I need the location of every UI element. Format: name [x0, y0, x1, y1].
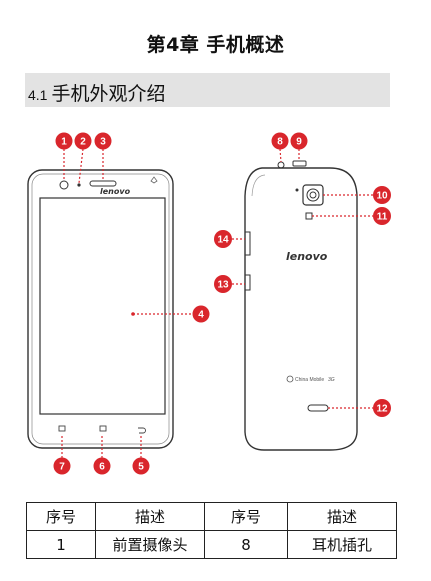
- section-title-text: 手机外观介绍: [51, 83, 166, 105]
- number-markers: 1 2 3 4 5 6 7 8 9 10 11 12 13 14: [53, 132, 391, 475]
- table-header-cell: 序号: [26, 502, 96, 531]
- table-cell: 1: [26, 530, 96, 559]
- svg-text:6: 6: [99, 462, 105, 473]
- earpiece: [89, 180, 117, 187]
- marker-6: 6: [93, 457, 111, 475]
- table-header-cell: 描述: [95, 502, 205, 531]
- marker-9: 9: [290, 132, 308, 150]
- home-key-icon: [99, 425, 107, 432]
- volume-key: [244, 231, 251, 256]
- table-row: 1 前置摄像头 8 耳机插孔: [26, 530, 397, 559]
- chapter-title: 第4章 手机概述: [146, 34, 285, 56]
- section-number: 4.1: [28, 87, 48, 103]
- marker-12: 12: [373, 399, 391, 417]
- svg-text:8: 8: [277, 137, 283, 148]
- section-heading-bar: [25, 73, 390, 107]
- marker-8: 8: [271, 132, 289, 150]
- table-cell: 前置摄像头: [95, 530, 205, 559]
- svg-text:4: 4: [198, 310, 204, 321]
- svg-text:14: 14: [217, 235, 229, 246]
- carrier-logo-text: China Mobile: [295, 377, 324, 383]
- table-header-row: 序号 描述 序号 描述: [26, 502, 397, 531]
- svg-text:12: 12: [376, 404, 388, 415]
- light-sensor: [77, 183, 81, 187]
- marker-11: 11: [373, 207, 391, 225]
- svg-text:5: 5: [138, 462, 144, 473]
- marker-3: 3: [94, 132, 112, 150]
- table-header-cell: 描述: [287, 502, 397, 531]
- svg-text:2: 2: [80, 137, 86, 148]
- svg-text:11: 11: [377, 212, 388, 223]
- phone-back: lenovo China Mobile 3G: [244, 160, 358, 451]
- usb-port: [292, 160, 307, 167]
- back-brand-logo: lenovo: [286, 250, 328, 263]
- parts-table: 序号 描述 序号 描述 1 前置摄像头 8 耳机插孔: [26, 502, 397, 559]
- table-cell: 耳机插孔: [287, 530, 397, 559]
- svg-text:1: 1: [61, 137, 67, 148]
- svg-text:10: 10: [376, 191, 388, 202]
- menu-key-icon: [58, 425, 66, 432]
- marker-10: 10: [373, 186, 391, 204]
- leader-lines: [61, 148, 373, 458]
- network-badge: 3G: [328, 377, 335, 383]
- marker-13: 13: [214, 275, 232, 293]
- phone-front: lenovo: [27, 169, 174, 449]
- phone-diagram: lenovo lenovo China Mobile 3G: [27, 132, 391, 475]
- front-brand-logo: lenovo: [100, 187, 131, 196]
- svg-text:9: 9: [296, 137, 302, 148]
- marker-7: 7: [53, 457, 71, 475]
- front-camera: [59, 180, 69, 190]
- table-cell: 8: [204, 530, 288, 559]
- table-header-cell: 序号: [204, 502, 288, 531]
- marker-1: 1: [55, 132, 73, 150]
- power-key: [244, 274, 251, 291]
- marker-4: 4: [192, 305, 210, 323]
- svg-text:7: 7: [59, 462, 65, 473]
- back-key-icon: [138, 427, 146, 434]
- svg-text:3: 3: [100, 137, 106, 148]
- earphone-jack: [277, 161, 285, 169]
- marker-2: 2: [74, 132, 92, 150]
- marker-14: 14: [214, 230, 232, 248]
- marker-5: 5: [132, 457, 150, 475]
- svg-text:13: 13: [217, 280, 229, 291]
